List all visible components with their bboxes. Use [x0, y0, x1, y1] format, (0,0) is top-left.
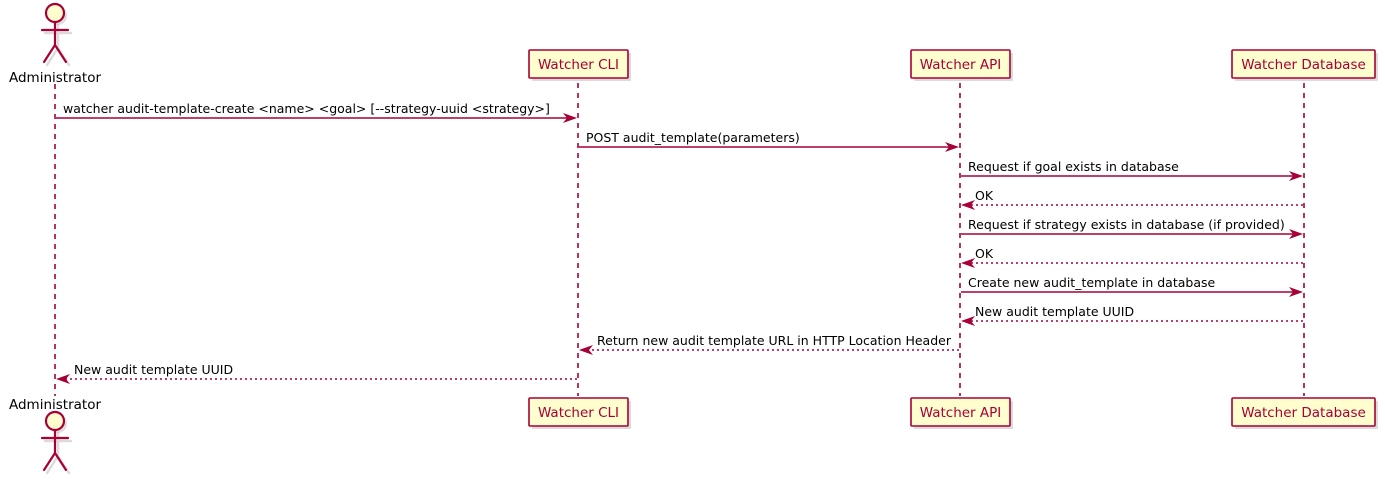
- message-5-arrowhead: [1289, 229, 1303, 239]
- participant-box-watcher-cli-top[interactable]: [528, 49, 629, 79]
- actor-label-administrator-top: Administrator: [9, 70, 101, 86]
- participant-box-watcher-database-bottom[interactable]: [1231, 397, 1376, 427]
- message-3-arrowhead: [1289, 171, 1303, 181]
- actor-head-icon: [44, 2, 66, 24]
- message-4[interactable]: OK: [961, 188, 1303, 210]
- message-4-arrowhead: [961, 200, 975, 210]
- participant-label-watcher-cli-top: Watcher CLI: [538, 57, 619, 73]
- message-8[interactable]: New audit template UUID: [961, 304, 1303, 326]
- participant-label-watcher-database-top: Watcher Database: [1241, 57, 1366, 73]
- message-10-arrowhead: [56, 374, 70, 384]
- participant-watcher-cli-top[interactable]: Watcher CLI: [528, 49, 631, 81]
- message-9-arrowhead: [579, 345, 593, 355]
- actor-legs-icon: [42, 43, 68, 64]
- actor-legs-icon: [42, 451, 68, 472]
- participant-watcher-database-top[interactable]: Watcher Database: [1231, 49, 1378, 81]
- participant-box-watcher-api-bottom[interactable]: [910, 397, 1011, 427]
- message-1[interactable]: watcher audit-template-create <name> <go…: [56, 101, 577, 123]
- message-8-arrowhead: [961, 316, 975, 326]
- actor-administrator-top[interactable]: Administrator: [9, 2, 101, 86]
- message-3[interactable]: Request if goal exists in database: [961, 159, 1303, 181]
- message-7-arrowhead: [1289, 287, 1303, 297]
- message-6-label: OK: [975, 246, 994, 261]
- participant-label-watcher-api-bottom: Watcher API: [920, 405, 1002, 421]
- participant-box-watcher-cli-bottom[interactable]: [528, 397, 629, 427]
- message-4-label: OK: [975, 188, 994, 203]
- actor-administrator-bottom[interactable]: Administrator: [9, 397, 101, 475]
- message-2-arrowhead: [945, 142, 959, 152]
- actor-body-shadow-icon: [43, 431, 73, 475]
- participant-label-watcher-api-top: Watcher API: [920, 57, 1002, 73]
- participant-watcher-database-bottom[interactable]: Watcher Database: [1231, 397, 1378, 429]
- participant-watcher-api-bottom[interactable]: Watcher API: [910, 397, 1013, 429]
- actor-body-shadow-icon: [43, 23, 73, 67]
- message-7[interactable]: Create new audit_template in database: [961, 275, 1303, 297]
- message-5[interactable]: Request if strategy exists in database (…: [961, 217, 1303, 239]
- message-5-label: Request if strategy exists in database (…: [968, 217, 1285, 232]
- participant-label-watcher-database-bottom: Watcher Database: [1241, 405, 1366, 421]
- lifelines-group: [54, 83, 1305, 396]
- message-6-arrowhead: [961, 258, 975, 268]
- participant-label-watcher-cli-bottom: Watcher CLI: [538, 405, 619, 421]
- participant-watcher-cli-bottom[interactable]: Watcher CLI: [528, 397, 631, 429]
- message-10-label: New audit template UUID: [74, 362, 233, 377]
- message-1-label: watcher audit-template-create <name> <go…: [63, 101, 550, 116]
- actor-head-icon: [44, 410, 66, 432]
- participant-box-watcher-database-top[interactable]: [1231, 49, 1376, 79]
- message-7-label: Create new audit_template in database: [968, 275, 1215, 290]
- message-6[interactable]: OK: [961, 246, 1303, 268]
- actor-label-administrator-bottom: Administrator: [9, 397, 101, 413]
- message-9[interactable]: Return new audit template URL in HTTP Lo…: [579, 333, 959, 355]
- message-2[interactable]: POST audit_template(parameters): [579, 130, 959, 152]
- participant-box-watcher-api-top[interactable]: [910, 49, 1011, 79]
- message-3-label: Request if goal exists in database: [968, 159, 1179, 174]
- message-8-label: New audit template UUID: [975, 304, 1134, 319]
- message-1-arrowhead: [563, 113, 577, 123]
- participant-watcher-api-top[interactable]: Watcher API: [910, 49, 1013, 81]
- message-10[interactable]: New audit template UUID: [56, 362, 577, 384]
- message-2-label: POST audit_template(parameters): [586, 130, 800, 145]
- message-9-label: Return new audit template URL in HTTP Lo…: [597, 333, 952, 348]
